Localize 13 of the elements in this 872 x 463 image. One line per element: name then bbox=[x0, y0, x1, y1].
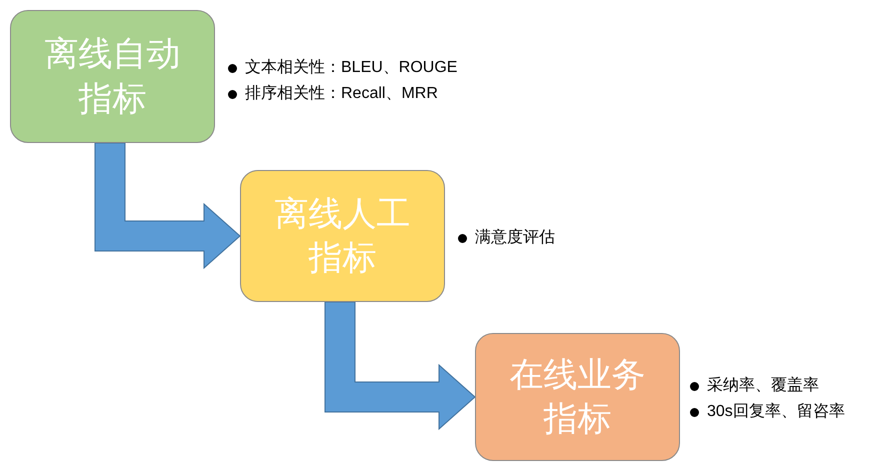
block-arrow bbox=[324, 302, 476, 430]
bullet-text: 30s回复率、留咨率 bbox=[707, 402, 845, 422]
bullet-text: 文本相关性：BLEU、ROUGE bbox=[245, 58, 458, 78]
box-title: 离线人工指标 bbox=[274, 194, 412, 279]
box-title: 离线自动指标 bbox=[44, 34, 182, 120]
rounded-box bbox=[475, 333, 680, 461]
bullet-text: 采纳率、覆盖率 bbox=[707, 376, 819, 396]
bullet-text: 满意度评估 bbox=[475, 228, 555, 248]
box-title: 在线业务指标 bbox=[508, 354, 646, 440]
rounded-box bbox=[240, 170, 445, 302]
bullet-text: 排序相关性：Recall、MRR bbox=[245, 84, 438, 104]
block-arrow bbox=[94, 142, 241, 270]
rounded-box bbox=[10, 10, 215, 143]
